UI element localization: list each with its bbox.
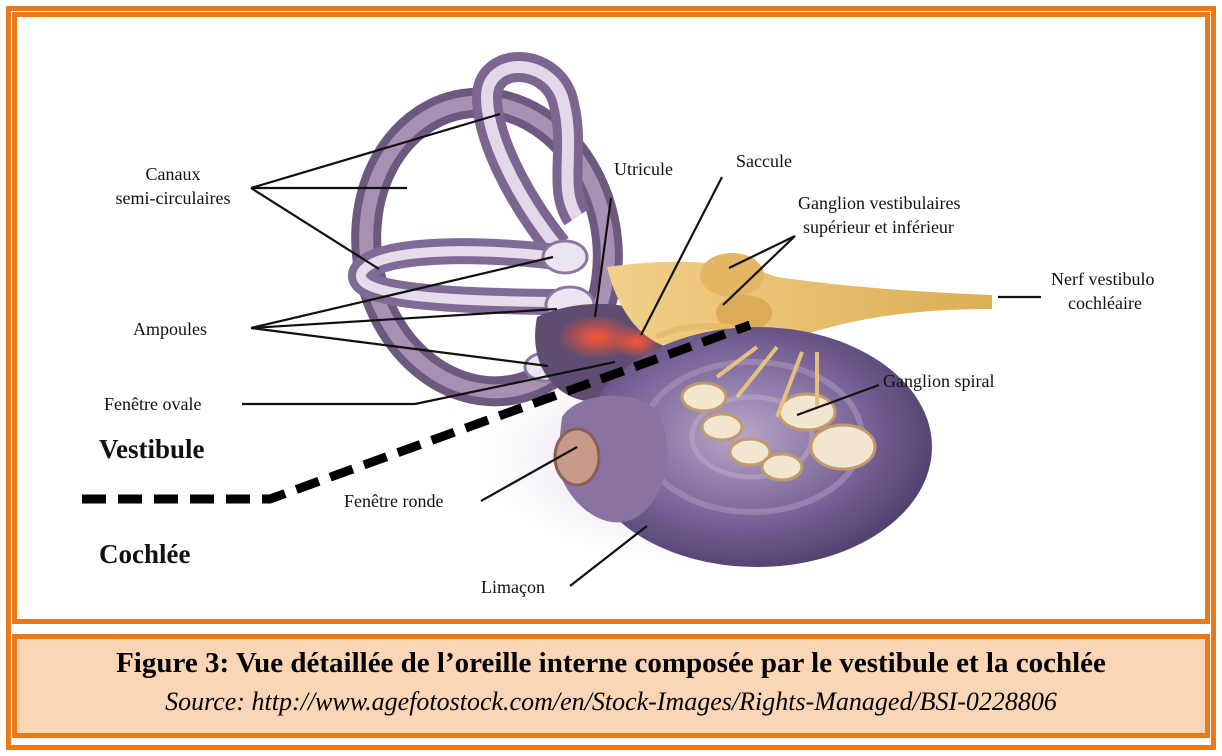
label-fenetre-ronde: Fenêtre ronde [344, 491, 443, 511]
cochlear-duct-section [682, 383, 726, 411]
label-nerf-2: cochléaire [1068, 293, 1142, 313]
label-saccule: Saccule [736, 151, 792, 171]
figure-caption: Figure 3: Vue détaillée de l’oreille int… [12, 634, 1210, 738]
label-canaux-2: semi-circulaires [116, 188, 231, 208]
label-ganglion-spiral: Ganglion spiral [883, 371, 994, 391]
label-ganglion-vestibulaires-2: supérieur et inférieur [803, 217, 954, 237]
caption-title: Figure 3: Vue détaillée de l’oreille int… [17, 647, 1205, 680]
round-window [555, 429, 599, 485]
label-fenetre-ovale: Fenêtre ovale [104, 394, 201, 414]
label-vestibule: Vestibule [99, 434, 205, 464]
label-ampoules: Ampoules [133, 319, 207, 339]
label-nerf-1: Nerf vestibulo [1051, 269, 1154, 289]
label-ganglion-vestibulaires-1: Ganglion vestibulaires [798, 193, 960, 213]
diagram-panel: Canaux semi-circulaires Utricule Saccule… [12, 12, 1210, 624]
caption-source: Source: http://www.agefotostock.com/en/S… [17, 687, 1205, 717]
label-limacon: Limaçon [481, 577, 545, 597]
label-utricule: Utricule [614, 159, 673, 179]
label-canaux-1: Canaux [146, 164, 201, 184]
label-cochlee: Cochlée [99, 539, 190, 569]
inner-ear-diagram: Canaux semi-circulaires Utricule Saccule… [17, 17, 1205, 619]
